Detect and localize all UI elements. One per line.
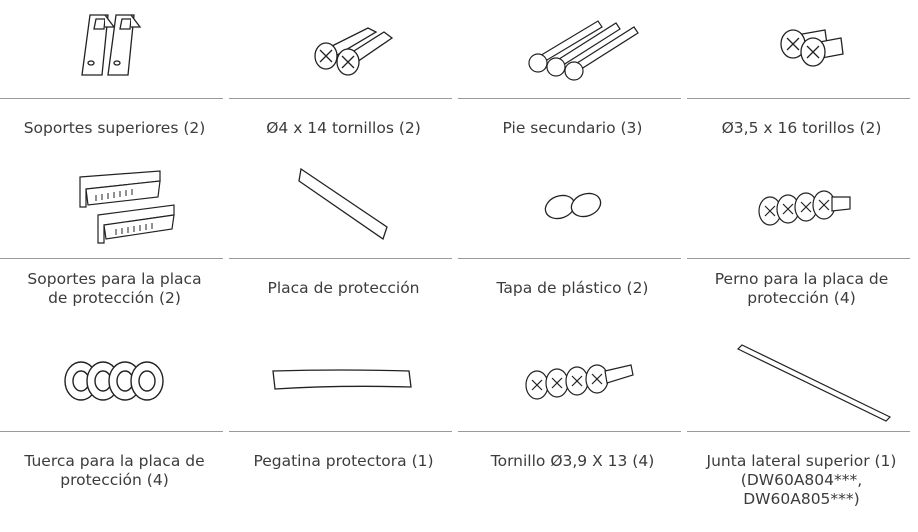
flat-plate-icon [229,160,458,250]
separator-line [687,258,910,259]
caption-line: (DW60A804***, [740,471,863,489]
separator-line [229,431,452,432]
sticker-strip-icon [229,333,458,423]
screw-pair-icon [229,0,458,90]
caption-line: de protección (2) [48,289,181,307]
caption-protection-plate-brackets: Soportes para la placa de protección (2) [0,270,229,308]
separator-line [458,98,681,99]
caption-line: Ø4 x 14 tornillos (2) [266,119,421,137]
short-screw-pair-icon [687,0,916,90]
separator-line [229,258,452,259]
caption-line: protección (4) [747,289,856,307]
separator-line [687,431,910,432]
bolt-set-icon [687,160,916,250]
caption-plastic-cap: Tapa de plástico (2) [458,279,687,298]
separator-line [0,431,223,432]
top-brackets-icon [0,0,229,90]
gasket-rod-icon [687,333,916,423]
caption-protection-plate-bolt: Perno para la placa de protección (4) [687,270,916,308]
separator-line [458,258,681,259]
caption-screw-3-9x13: Tornillo Ø3,9 X 13 (4) [458,452,687,471]
caption-line: Tornillo Ø3,9 X 13 (4) [490,452,655,470]
caption-line: DW60A805***) [743,490,860,508]
separator-line [687,98,910,99]
separator-line [0,258,223,259]
caption-line: Tapa de plástico (2) [496,279,649,297]
flange-nuts-icon [0,333,229,423]
caption-line: Placa de protección [267,279,420,297]
caption-protection-plate: Placa de protección [229,279,458,298]
separator-line [0,98,223,99]
caption-top-brackets: Soportes superiores (2) [0,119,229,138]
caption-line: Junta lateral superior (1) [706,452,897,470]
caption-protective-sticker: Pegatina protectora (1) [229,452,458,471]
caption-secondary-foot: Pie secundario (3) [458,119,687,138]
rail-brackets-icon [0,160,229,250]
caption-line: Ø3,5 x 16 torillos (2) [721,119,882,137]
caption-line: Soportes para la placa [27,270,202,288]
plastic-caps-icon [458,160,687,250]
caption-line: Pegatina protectora (1) [253,452,434,470]
caption-protection-plate-nut: Tuerca para la placa de protección (4) [0,452,229,490]
caption-line: protección (4) [60,471,169,489]
caption-upper-side-gasket: Junta lateral superior (1) (DW60A804***,… [687,452,916,509]
caption-screws-3-5x16: Ø3,5 x 16 torillos (2) [687,119,916,138]
caption-line: Perno para la placa de [714,270,889,288]
long-bolts-icon [458,0,687,90]
caption-line: Soportes superiores (2) [23,119,206,137]
separator-line [458,431,681,432]
caption-screws-4x14: Ø4 x 14 tornillos (2) [229,119,458,138]
screw-set-icon [458,333,687,423]
caption-line: Pie secundario (3) [502,119,643,137]
separator-line [229,98,452,99]
caption-line: Tuerca para la placa de [24,452,205,470]
